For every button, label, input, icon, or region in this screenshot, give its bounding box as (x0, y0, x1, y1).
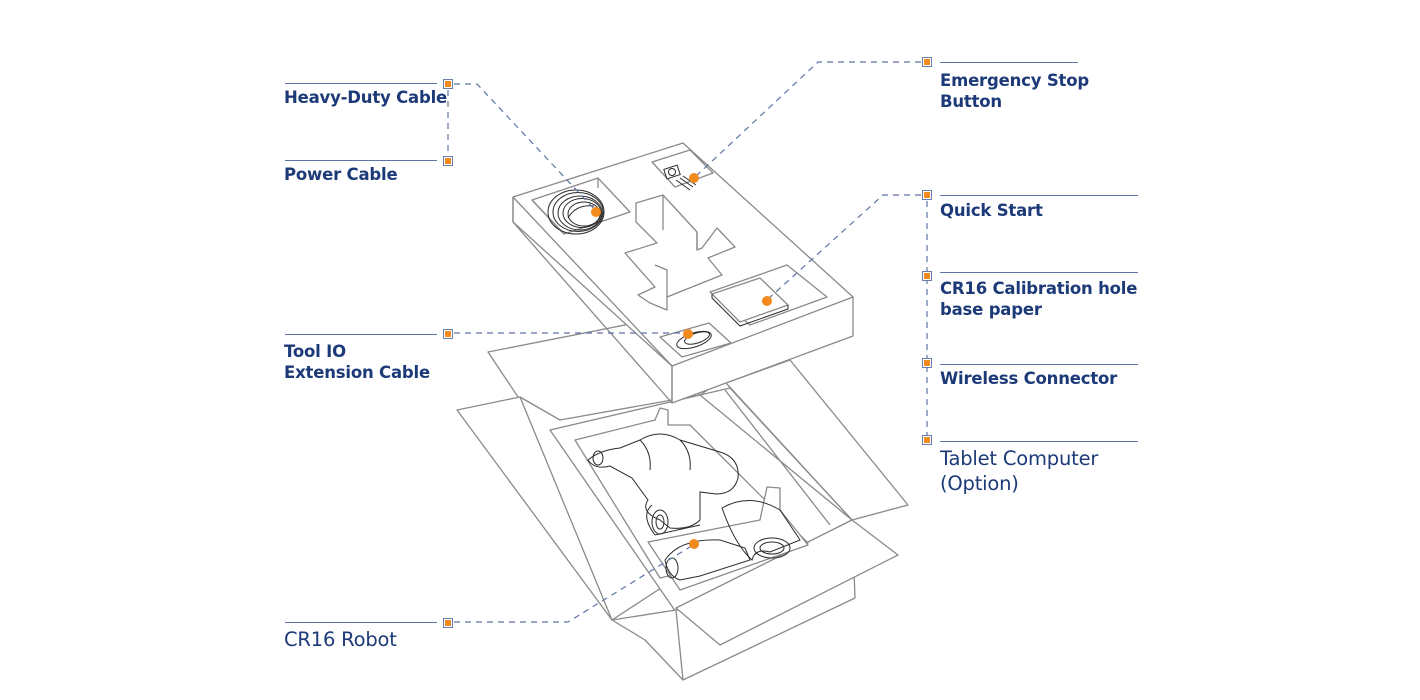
leader-heavy-duty-cable (454, 83, 598, 213)
label-tablet-computer: Tablet Computer (Option) (940, 446, 1098, 496)
leader-cr16-robot (454, 544, 694, 623)
marker-heavy-duty-cable (443, 79, 453, 89)
emergency-stop-illustration (663, 164, 697, 191)
label-text: Quick Start (940, 201, 1043, 220)
dot-heavy-duty-cable (591, 207, 601, 217)
label-quick-start: Quick Start (940, 200, 1043, 221)
label-line: base paper (940, 300, 1042, 319)
marker-quick-start (922, 190, 932, 200)
leader-lines (447, 61, 928, 623)
label-line: (Option) (940, 472, 1019, 495)
rule-wireless-connector (940, 364, 1138, 365)
label-power-cable: Power Cable (284, 164, 398, 185)
robot-in-foam (574, 407, 809, 591)
rule-emergency-stop (940, 62, 1078, 63)
marker-tool-io (443, 329, 453, 339)
rule-calibration-paper (940, 272, 1138, 273)
marker-cr16-robot (443, 618, 453, 628)
rule-tool-io (285, 334, 437, 335)
marker-tablet-computer (922, 435, 932, 445)
label-text: CR16 Robot (284, 628, 397, 651)
label-line: Tool IO (284, 342, 346, 361)
dot-quick-start (762, 296, 772, 306)
leader-quick-start (766, 194, 921, 301)
label-line: Extension Cable (284, 363, 430, 382)
label-heavy-duty-cable: Heavy-Duty Cable (284, 87, 447, 108)
rule-heavy-duty-cable (285, 83, 437, 84)
leader-emergency-stop (693, 61, 921, 179)
marker-emergency-stop (922, 57, 932, 67)
dot-emergency-stop (689, 173, 699, 183)
marker-wireless-connector (922, 358, 932, 368)
label-wireless-connector: Wireless Connector (940, 368, 1117, 389)
label-text: Power Cable (284, 165, 398, 184)
label-line: CR16 Calibration hole (940, 279, 1138, 298)
dot-tool-io (683, 329, 693, 339)
item-dots (591, 173, 772, 549)
label-text: Wireless Connector (940, 369, 1118, 388)
marker-power-cable (443, 156, 453, 166)
marker-calibration-paper (922, 271, 932, 281)
label-cr16-calibration-hole-base-paper: CR16 Calibration hole base paper (940, 278, 1137, 320)
label-cr16-robot: CR16 Robot (284, 627, 397, 652)
label-emergency-stop-button: Emergency Stop Button (940, 70, 1089, 112)
rule-cr16-robot (285, 622, 437, 623)
label-line: Tablet Computer (940, 447, 1099, 470)
label-line: Button (940, 92, 1002, 111)
dot-cr16-robot (689, 539, 699, 549)
label-line: Emergency Stop (940, 71, 1089, 90)
label-text: Heavy-Duty Cable (284, 88, 448, 107)
rule-power-cable (285, 160, 437, 161)
rule-tablet-computer (940, 441, 1138, 442)
label-tool-io-extension-cable: Tool IO Extension Cable (284, 341, 430, 383)
rule-quick-start (940, 195, 1138, 196)
